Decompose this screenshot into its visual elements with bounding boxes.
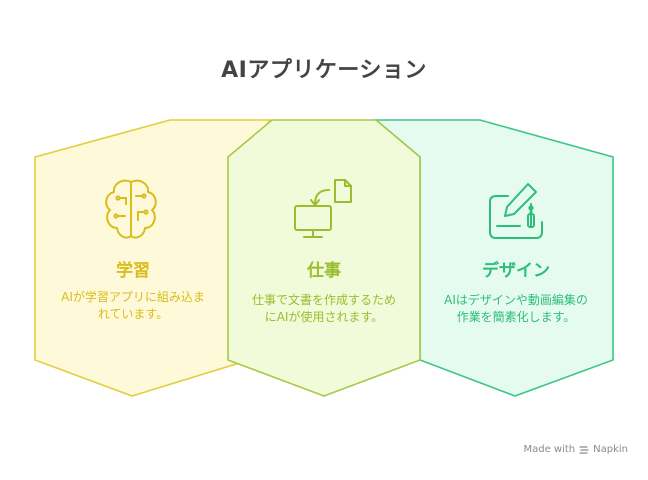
panel-description-design: AIはデザインや動画編集の作業を簡素化します。 bbox=[444, 293, 588, 324]
diagram-title: AIアプリケーション bbox=[221, 58, 427, 83]
napkin-logo-icon bbox=[579, 445, 589, 454]
monitor-document-icon bbox=[294, 179, 352, 238]
panel-shape-work bbox=[227, 119, 421, 397]
napkin-brand-label: Napkin bbox=[593, 444, 628, 455]
napkin-footer: Made with Napkin bbox=[523, 444, 628, 455]
panel-description-work: 仕事で文書を作成するためにAIが使用されます。 bbox=[251, 293, 396, 324]
design-edit-icon bbox=[489, 183, 543, 239]
panel-description-learning: AIが学習アプリに組み込まれています。 bbox=[61, 290, 205, 321]
made-with-label: Made with bbox=[523, 444, 576, 455]
panel-heading-work: 仕事 bbox=[307, 261, 341, 281]
panel-heading-learning: 学習 bbox=[116, 261, 150, 281]
panel-heading-design: デザイン bbox=[482, 261, 550, 281]
brain-circuit-icon bbox=[105, 179, 157, 239]
